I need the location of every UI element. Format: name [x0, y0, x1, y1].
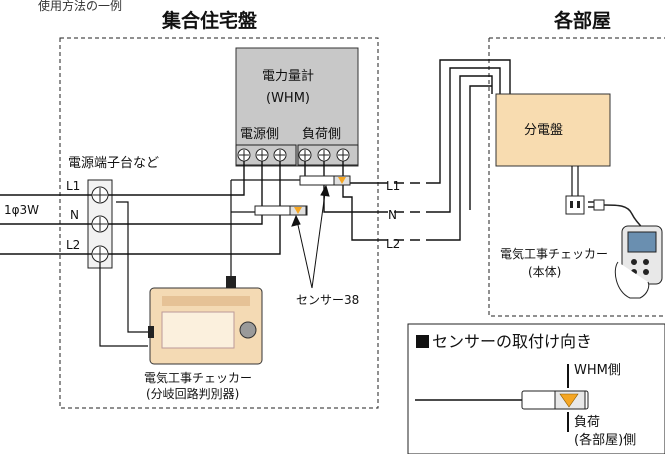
checker-main-label-2: (本体) [528, 265, 562, 279]
checker-branch-wires [99, 179, 300, 347]
incoming-wires [0, 194, 92, 255]
legend-sensor-diagram [415, 364, 589, 432]
right-line-l2: L2 [386, 237, 401, 251]
distribution-panel-label: 分電盤 [524, 123, 564, 138]
caption-text: 使用方法の一例 [38, 0, 123, 13]
meter-supply-side-label: 電源側 [240, 127, 280, 142]
left-line-l1: L1 [66, 179, 81, 193]
legend-load-side-2: (各部屋)側 [574, 433, 637, 448]
meter-name: 電力量計 [262, 69, 315, 84]
checker-main-label-1: 電気工事チェッカー [500, 247, 609, 261]
outlet-icon [565, 195, 585, 215]
sensor-label: センサー38 [296, 293, 360, 307]
terminal-block-label: 電源端子台など [68, 156, 160, 171]
right-line-n: N [388, 208, 397, 222]
meter-load-side-label: 負荷側 [302, 127, 342, 142]
legend-box [407, 323, 665, 454]
checker-main-device-icon [614, 225, 663, 299]
right-line-l1: L1 [386, 179, 401, 193]
meter-terminals [235, 144, 359, 166]
legend-square-icon [416, 335, 429, 348]
legend-title-text: センサーの取付け向き [432, 332, 593, 351]
internal-wiring [108, 161, 378, 255]
cable-gap-dashes [378, 182, 430, 241]
legend-title: センサーの取付け向き [416, 334, 592, 350]
room-feed-wires [430, 59, 511, 241]
checker-branch-label-2: (分岐回路判別器) [146, 387, 240, 401]
building-panel-title: 集合住宅盤 [162, 10, 258, 32]
checker-branch-device-icon [148, 276, 263, 365]
sensor-upper [299, 175, 351, 186]
building-panel-enclosure [59, 37, 379, 409]
meter-model: (WHM) [266, 91, 310, 106]
legend-load-side-1: 負荷 [574, 415, 601, 430]
sensor-pointer-lines [291, 184, 330, 289]
system-label: 1φ3W [4, 203, 40, 217]
sensor-lower [254, 205, 308, 216]
room-title: 各部屋 [554, 10, 612, 32]
checker-branch-label-1: 電気工事チェッカー [144, 371, 253, 385]
left-line-l2: L2 [66, 238, 81, 252]
legend-whm-side: WHM側 [574, 363, 621, 378]
plug-icon [588, 199, 643, 229]
left-line-n: N [70, 208, 79, 222]
outlet-wires [571, 166, 579, 196]
distribution-panel-box [495, 93, 611, 167]
